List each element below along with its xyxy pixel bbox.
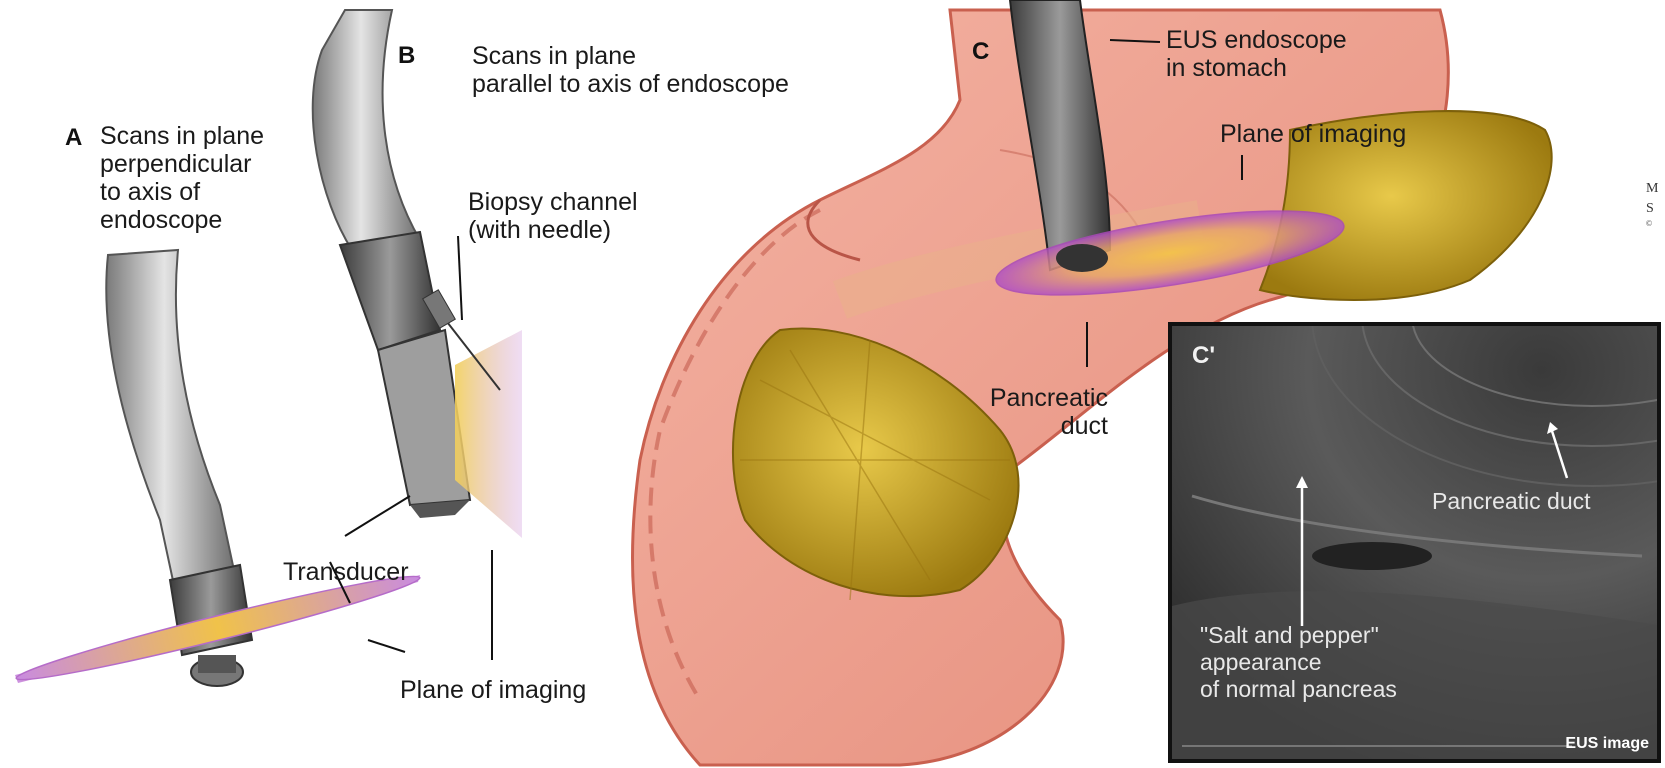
pancreatic-duct-label-c: Pancreatic duct [968,384,1108,440]
panel-a-letter: A [65,124,82,152]
panel-a-caption: Scans in plane perpendicular to axis of … [100,122,264,234]
svg-text:S: S [1646,201,1654,216]
transducer-label: Transducer [283,558,409,586]
plane-of-imaging-label-c: Plane of imaging [1220,120,1406,148]
eus-endoscope-label: EUS endoscope in stomach [1166,26,1347,82]
panel-c-letter: C [972,38,989,66]
mayo-logo-mark: M S © [1646,181,1659,228]
biopsy-channel-label: Biopsy channel (with needle) [468,188,638,244]
pancreatic-duct-label-eus: Pancreatic duct [1432,488,1591,515]
svg-text:©: © [1646,219,1652,228]
panel-b-caption: Scans in plane parallel to axis of endos… [472,42,789,98]
panel-b-letter: B [398,42,415,70]
eus-image-tag: EUS image [1565,735,1649,753]
imaging-fan-b [455,330,522,538]
svg-text:M: M [1646,181,1659,196]
endoscope-b [313,10,470,518]
salt-and-pepper-label: "Salt and pepper" appearance of normal p… [1200,622,1397,703]
eus-image-panel: C' Pancreatic duct "Salt and pepper" app… [1168,322,1661,763]
plane-of-imaging-label-b: Plane of imaging [400,676,586,704]
panel-c-prime-letter: C' [1192,342,1215,370]
